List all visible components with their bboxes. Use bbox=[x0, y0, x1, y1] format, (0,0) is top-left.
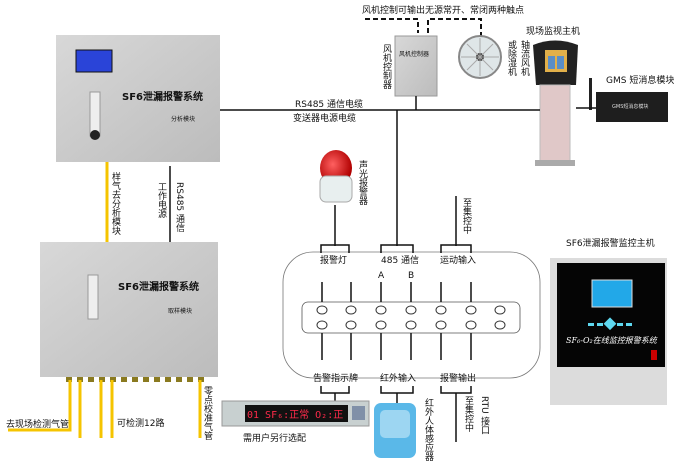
rtu-to-control: 至集控中 bbox=[463, 396, 474, 433]
pir-sensor-icon bbox=[374, 403, 416, 458]
zero-cal-label: 零点校准气管 bbox=[202, 386, 213, 440]
fan-controller: 风机控制器 bbox=[394, 35, 438, 97]
alarm-light-icon bbox=[319, 150, 353, 203]
gms-module: GMS短消息模块 bbox=[589, 78, 668, 122]
terminal-label-indicator: 告警指示牌 bbox=[313, 372, 358, 384]
channel-pipes bbox=[78, 380, 114, 438]
main-host-panel-text: SF₆-O₂在线监控报警系统 bbox=[566, 336, 658, 345]
terminal-label-motion-input: 运动输入 bbox=[440, 254, 476, 266]
led-display-text: 01 SF₆:正常 O₂:正 bbox=[247, 408, 343, 421]
terminal-screw bbox=[494, 320, 506, 330]
led-display: 01 SF₆:正常 O₂:正 bbox=[221, 400, 370, 427]
power-cable-label: 变送器电源电缆 bbox=[293, 112, 356, 124]
fan-controller-label: 风机控制器 bbox=[381, 44, 392, 89]
terminal-screw bbox=[316, 320, 328, 330]
relay-note: 风机控制可输出无源常开、常闭两种触点 bbox=[362, 4, 524, 16]
sample-gas-label: 样气去分析模块 bbox=[110, 171, 121, 236]
dashed-wire-1 bbox=[365, 18, 419, 33]
to-site-pipe-label: 去现场检测气管 bbox=[6, 418, 69, 430]
dashed-wire-2 bbox=[427, 18, 482, 36]
terminals bbox=[316, 282, 506, 360]
main-host: SF₆-O₂在线监控报警系统 bbox=[550, 258, 667, 405]
terminal-screw bbox=[345, 320, 357, 330]
pipe-connector bbox=[165, 377, 171, 382]
terminal-label-485: 485 通信 bbox=[381, 254, 419, 266]
terminal-screw bbox=[465, 320, 477, 330]
gms-label: GMS 短消息模块 bbox=[606, 74, 674, 86]
kiosk-monitor bbox=[533, 40, 578, 166]
analysis-unit-subtitle: 分析模块 bbox=[171, 115, 195, 123]
pipe-connector bbox=[143, 377, 149, 382]
pipe-connector bbox=[121, 377, 127, 382]
fan-icon bbox=[458, 35, 502, 79]
terminal-screw bbox=[435, 320, 447, 330]
terminal-screw bbox=[375, 305, 387, 315]
fan-label-or-dehumidifier: 或除湿机 bbox=[506, 39, 517, 77]
svg-text:风机控制器: 风机控制器 bbox=[399, 50, 429, 58]
pipe-connector bbox=[154, 377, 160, 382]
terminal-label-b: B bbox=[408, 271, 414, 281]
fan-label-axial: 轴流风机 bbox=[519, 39, 530, 77]
svg-text:GMS短消息模块: GMS短消息模块 bbox=[612, 103, 648, 110]
pipe-connector bbox=[77, 377, 83, 382]
to-control-center-top: 至集控中 bbox=[461, 198, 472, 235]
terminal-enclosure bbox=[282, 251, 541, 379]
channels-label: 可检测12路 bbox=[117, 417, 164, 429]
kiosk-label: 现场监视主机 bbox=[526, 25, 580, 37]
rs485-cable-label: RS485 通信电缆 bbox=[295, 98, 363, 110]
pipe-connector bbox=[176, 377, 182, 382]
terminal-screw bbox=[435, 305, 447, 315]
terminal-label-a: A bbox=[378, 271, 385, 281]
terminal-screw bbox=[405, 305, 417, 315]
rtu-interface: RTU 接口 bbox=[479, 396, 490, 435]
pipe-connector bbox=[187, 377, 193, 382]
analysis-unit-title: SF6泄漏报警系统 bbox=[122, 90, 203, 103]
terminal-label-alarm-light: 报警灯 bbox=[320, 254, 347, 266]
terminal-screw bbox=[405, 320, 417, 330]
terminal-screw bbox=[494, 305, 506, 315]
main-host-label: SF6泄漏报警监控主机 bbox=[566, 237, 655, 249]
alarm-light-label: 声光报警器 bbox=[357, 159, 368, 205]
pipe-connector bbox=[198, 377, 204, 382]
pipe-connector bbox=[88, 377, 94, 382]
pipe-connector bbox=[99, 377, 105, 382]
terminal-screw bbox=[465, 305, 477, 315]
sampling-unit-subtitle: 取样模块 bbox=[168, 307, 192, 315]
pipe-connector bbox=[110, 377, 116, 382]
terminal-label-ir-input: 红外输入 bbox=[380, 372, 416, 384]
terminal-screw bbox=[375, 320, 387, 330]
pir-label: 红外人体感应器 bbox=[423, 397, 434, 461]
sampling-unit-title: SF6泄漏报警系统 bbox=[118, 280, 199, 293]
pipe-connectors bbox=[66, 377, 204, 382]
terminal-label-alarm-output: 报警输出 bbox=[440, 372, 476, 384]
optional-note: 需用户另行选配 bbox=[243, 432, 306, 444]
analysis-unit: SF6泄漏报警系统 分析模块 bbox=[56, 35, 220, 162]
top-brackets bbox=[320, 244, 472, 442]
pipe-connector bbox=[66, 377, 72, 382]
rs485-comm-label: RS485 通信 bbox=[174, 182, 185, 233]
work-power-label: 工作电源 bbox=[156, 182, 167, 219]
sampling-unit: SF6泄漏报警系统 取样模块 bbox=[40, 242, 218, 377]
pipe-connector bbox=[132, 377, 138, 382]
terminal-screw bbox=[345, 305, 357, 315]
site-pipe bbox=[8, 380, 72, 432]
terminal-screw bbox=[316, 305, 328, 315]
